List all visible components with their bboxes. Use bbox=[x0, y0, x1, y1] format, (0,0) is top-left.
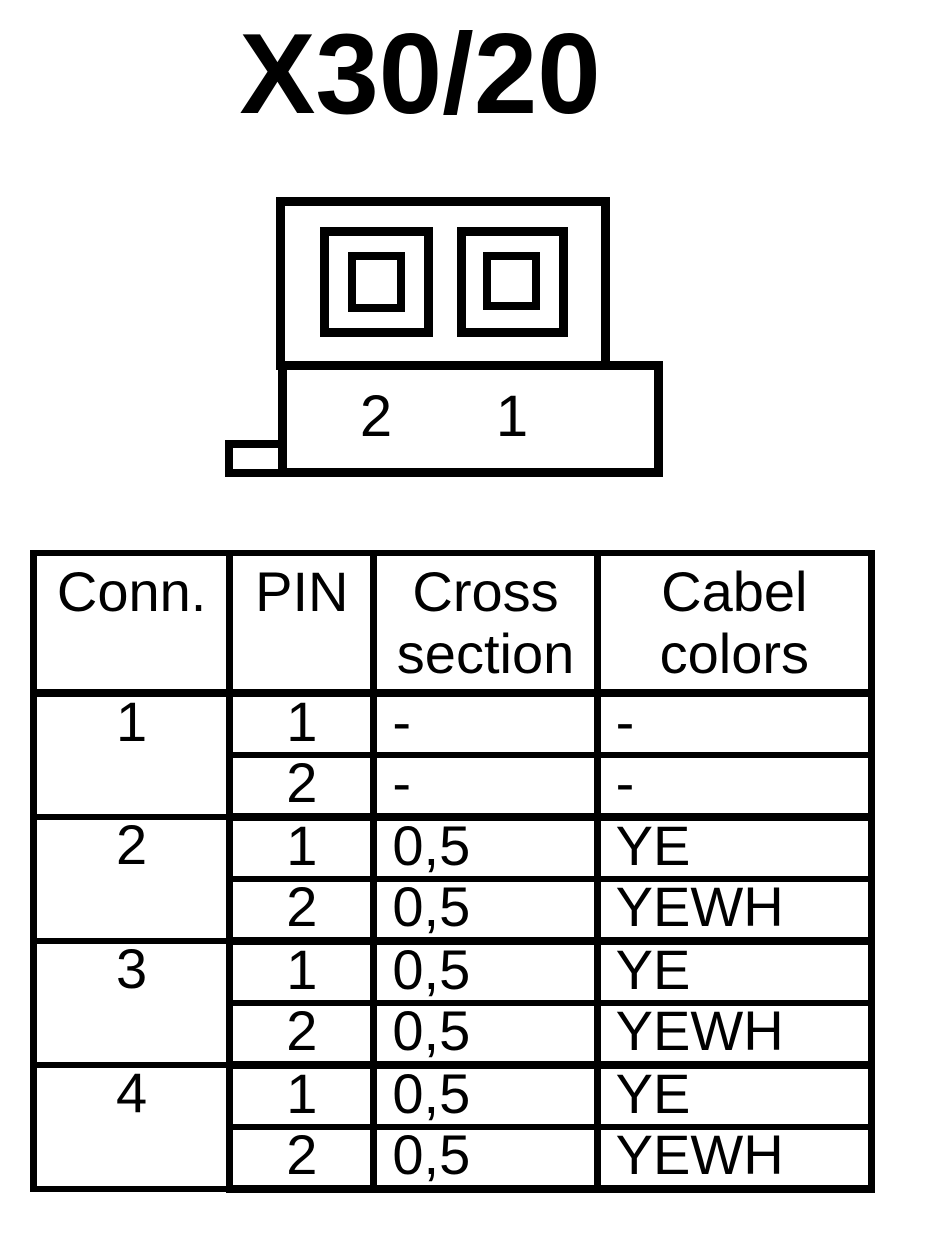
cross-section-cell: 0,5 bbox=[370, 1062, 601, 1130]
col-header-conn: Conn. bbox=[29, 550, 234, 697]
col-header-pin: PIN bbox=[226, 550, 378, 697]
cable-color-cell: - bbox=[593, 752, 876, 821]
cross-section-cell: 0,5 bbox=[370, 876, 601, 945]
table-row: 2 - - bbox=[34, 752, 876, 821]
col-header-conn-line1: Conn. bbox=[56, 560, 207, 623]
header-row: Conn. PIN Cross section Cabel colors bbox=[29, 550, 876, 697]
pin-2-label: 2 bbox=[360, 384, 392, 449]
pin-cell: 2 bbox=[226, 752, 378, 821]
table-row: 2 1 0,5 YE bbox=[29, 814, 876, 944]
col-header-cable-colors-line1: Cabel bbox=[661, 560, 808, 623]
col-header-cross-section: Cross section bbox=[370, 550, 601, 697]
col-header-cross-section-line2: section bbox=[396, 622, 575, 685]
col-header-pin-line1: PIN bbox=[255, 560, 349, 623]
col-header-cable-colors: Cabel colors bbox=[593, 550, 876, 697]
conn-cell: 1 bbox=[29, 690, 234, 820]
cable-color-cell: YEWH bbox=[593, 1124, 876, 1193]
cross-section-cell: - bbox=[370, 752, 601, 821]
cable-color-cell: - bbox=[593, 690, 876, 758]
table-row: 2 0,5 YEWH bbox=[34, 1124, 876, 1193]
cross-section-cell: 0,5 bbox=[370, 1124, 601, 1193]
pin-cell: 1 bbox=[226, 690, 378, 758]
pin-cell: 1 bbox=[226, 1062, 378, 1130]
cross-section-cell: 0,5 bbox=[370, 938, 601, 1006]
table-row: 2 0,5 YEWH bbox=[34, 1000, 876, 1069]
conn-cell: 2 bbox=[29, 814, 234, 944]
pin-cell: 2 bbox=[226, 1124, 378, 1193]
pinout-table: Conn. PIN Cross section Cabel colors bbox=[29, 550, 876, 1193]
table-row: 4 1 0,5 YE bbox=[29, 1062, 876, 1192]
pin-cell: 2 bbox=[226, 1000, 378, 1069]
pin-cell: 1 bbox=[226, 814, 378, 882]
conn-cell: 4 bbox=[29, 1062, 234, 1192]
cable-color-cell: YE bbox=[593, 814, 876, 882]
cable-color-cell: YE bbox=[593, 938, 876, 1006]
conn-cell: 3 bbox=[29, 938, 234, 1068]
col-header-cross-section-line1: Cross bbox=[412, 560, 559, 623]
table-row: 3 1 0,5 YE bbox=[29, 938, 876, 1068]
cross-section-cell: 0,5 bbox=[370, 814, 601, 882]
table-row: 1 1 - - bbox=[29, 690, 876, 820]
page-title: X30/20 bbox=[239, 11, 601, 138]
connector-diagram: 2 1 bbox=[225, 197, 663, 477]
pin-cell: 1 bbox=[226, 938, 378, 1006]
pin-1-label: 1 bbox=[496, 384, 528, 449]
cross-section-cell: - bbox=[370, 690, 601, 758]
connector-mounting-tab bbox=[225, 440, 287, 477]
table-row: 2 0,5 YEWH bbox=[34, 876, 876, 945]
connector-base bbox=[278, 361, 663, 477]
col-header-cable-colors-line2: colors bbox=[659, 622, 810, 685]
pin-cell: 2 bbox=[226, 876, 378, 945]
pin-2-cavity-inner bbox=[348, 252, 405, 312]
pin-1-cavity-inner bbox=[483, 252, 540, 310]
cable-color-cell: YEWH bbox=[593, 876, 876, 945]
cable-color-cell: YE bbox=[593, 1062, 876, 1130]
cross-section-cell: 0,5 bbox=[370, 1000, 601, 1069]
cable-color-cell: YEWH bbox=[593, 1000, 876, 1069]
